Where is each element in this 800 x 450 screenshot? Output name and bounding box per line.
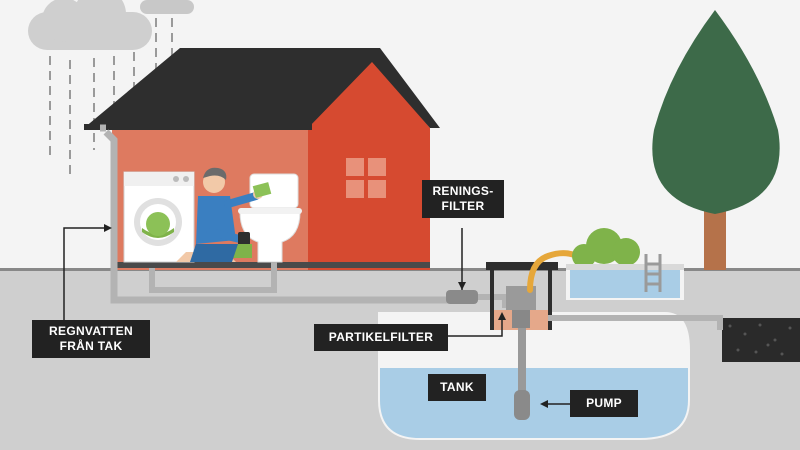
label-regnvatten: REGNVATTEN FRÅN TAK [32,320,150,358]
label-reningsfilter-line1: RENINGS- [432,184,494,198]
label-regnvatten-line2: FRÅN TAK [59,339,123,353]
gravel-texture [728,323,792,356]
washing-machine-icon [123,171,195,263]
person-cleaning-icon [176,167,272,262]
cloud-icon [28,0,152,50]
tree-icon [652,10,780,270]
label-partikelfilter: PARTIKELFILTER [314,324,448,351]
house-gable [308,58,430,128]
pool-icon [566,254,684,300]
pointer-lines [63,227,570,405]
label-partikelfilter-text: PARTIKELFILTER [328,330,434,344]
label-pump-text: PUMP [586,396,622,410]
filter-pipe [478,294,508,308]
hatch-frame-left [490,270,494,330]
label-reningsfilter-line2: FILTER [441,199,485,213]
tank-water [380,368,688,438]
label-regnvatten-line1: REGNVATTEN [49,324,133,338]
toilet-icon [238,173,302,263]
pump-pipe [518,328,526,392]
pump-unit [514,390,530,420]
label-tank: TANK [428,374,486,401]
toilet-supply-pipe [149,262,277,293]
filter-housing [512,310,530,328]
label-reningsfilter: RENINGS- FILTER [422,180,504,218]
cloud-icon [140,0,194,14]
hatch-frame-right [548,270,552,330]
window [346,158,386,198]
tank-hatch [486,262,558,270]
overflow-pipe [548,315,723,330]
house-wall-gable [308,128,430,270]
cleaning-filter [446,290,478,304]
label-pump: PUMP [570,390,638,417]
downpipe [103,129,455,304]
label-tank-text: TANK [440,380,474,394]
house-roof [84,48,440,128]
bush-icon [572,228,640,268]
pointer-arrowheads [104,224,548,408]
roof-eave [84,124,312,130]
